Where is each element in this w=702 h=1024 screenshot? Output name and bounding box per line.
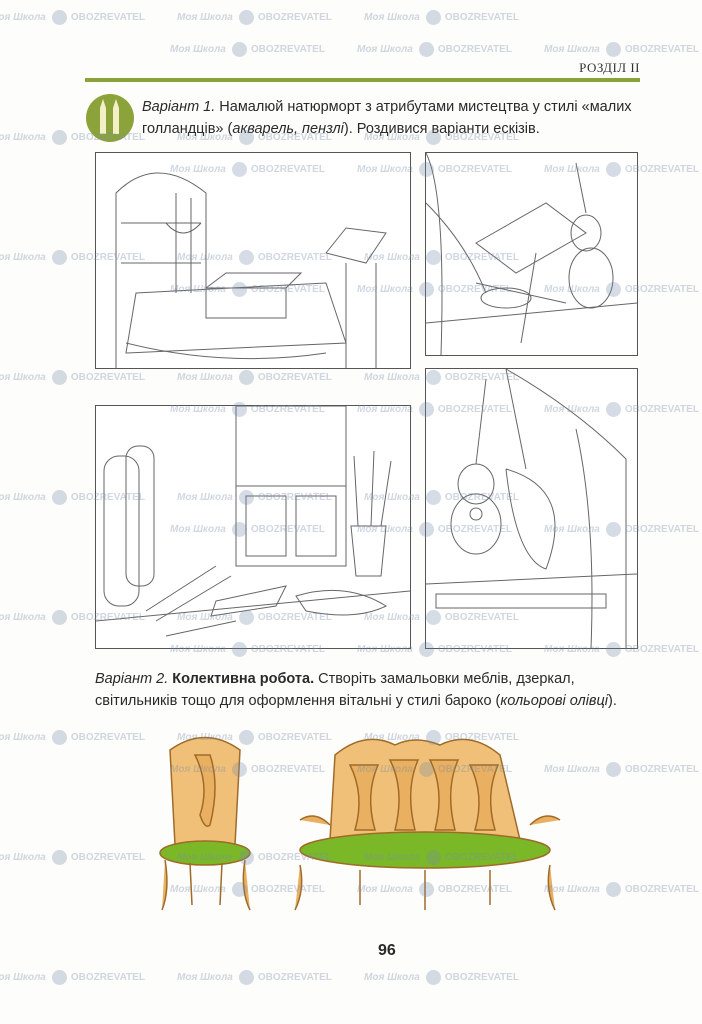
sketch-books-candles (95, 152, 411, 369)
task-2-materials: кольорові олівці (500, 693, 609, 709)
task-2-body: Створіть замальовки меблів, дзеркал, сві… (95, 671, 575, 709)
page-number: 96 (378, 942, 396, 959)
task-2-title: Колективна робота. (168, 671, 315, 687)
task-1-end: ). Роздивися варіанти ескізів. (343, 121, 540, 137)
header-divider (85, 78, 640, 82)
sketch-scrolls-brushes (95, 405, 411, 649)
task-2-end: ). (608, 693, 617, 709)
baroque-chair-drawing (150, 725, 570, 920)
task-1-materials: акварель, пензлі (232, 121, 344, 137)
task-1-label: Варіант 1. (142, 99, 216, 115)
art-brushes-icon (86, 94, 134, 142)
task-1-text: Варіант 1. Намалюй натюрморт з атрибутам… (142, 96, 642, 140)
task-2-label: Варіант 2. (95, 671, 169, 687)
sketch-music-stand-guitar (425, 152, 638, 356)
task-1-body: Намалюй натюрморт з атрибутами мистецтва… (142, 99, 632, 137)
sketch-guitar-mandolin (425, 368, 638, 649)
task-2-text: Варіант 2. Колективна робота. Створіть з… (95, 668, 640, 712)
section-heading: РОЗДІЛ II (579, 60, 640, 75)
